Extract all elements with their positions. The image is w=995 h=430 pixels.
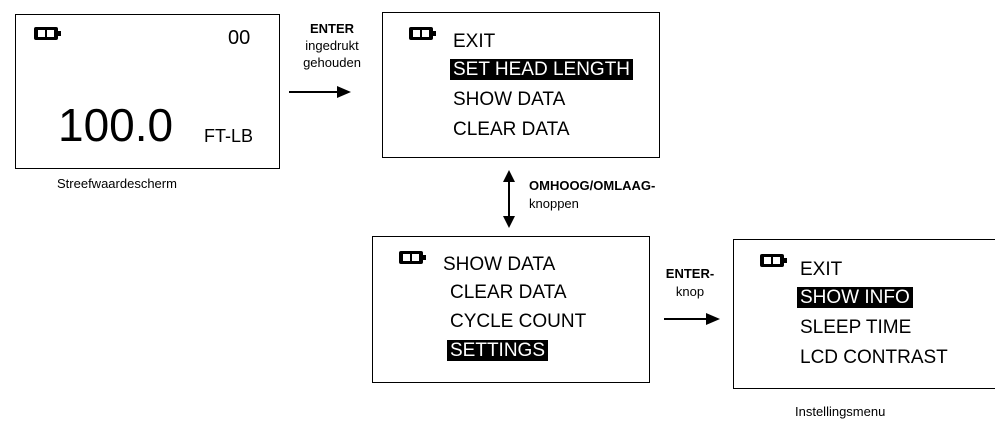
battery-icon bbox=[34, 27, 61, 40]
target-unit: FT-LB bbox=[204, 126, 254, 146]
up-down-line2: knoppen bbox=[529, 196, 579, 211]
enter-hold-label: ENTER ingedrukt gehouden bbox=[290, 20, 374, 71]
up-down-keys: OMHOOG/OMLAAG- bbox=[529, 178, 656, 193]
menu-item: SHOW DATA bbox=[443, 254, 556, 275]
battery-icon bbox=[399, 251, 426, 264]
arrow-right-icon bbox=[289, 86, 351, 98]
menu-item: CLEAR DATA bbox=[453, 119, 570, 140]
menu-item: EXIT bbox=[800, 259, 843, 280]
battery-icon bbox=[760, 254, 787, 267]
menu-item: SHOW DATA bbox=[453, 89, 566, 110]
up-down-label: OMHOOG/OMLAAG- knoppen bbox=[529, 177, 655, 213]
menu-item-selected: SHOW INFO bbox=[797, 285, 913, 310]
enter-hold-line2: ingedrukt bbox=[305, 38, 359, 53]
menu-item: EXIT bbox=[453, 31, 496, 52]
arrow-up-down-icon bbox=[503, 170, 515, 228]
menu-item-selected: SETTINGS bbox=[447, 338, 549, 363]
target-screen-caption: Streefwaardescherm bbox=[57, 176, 177, 191]
target-screen: 00 100.0 FT-LB bbox=[15, 14, 280, 169]
menu-item: CYCLE COUNT bbox=[450, 311, 587, 332]
enter-button-line2: knop bbox=[675, 284, 705, 299]
main-menu-screen: EXIT SET HEAD LENGTH SHOW DATA CLEAR DAT… bbox=[382, 12, 660, 158]
target-value: 100.0 bbox=[58, 99, 174, 151]
arrow-right-icon bbox=[664, 313, 720, 325]
enter-hold-line3: gehouden bbox=[303, 55, 361, 70]
battery-icon bbox=[409, 27, 436, 40]
settings-menu-caption: Instellingsmenu bbox=[795, 404, 886, 419]
menu-item-selected: SET HEAD LENGTH bbox=[450, 57, 634, 82]
enter-button-key: ENTER- bbox=[665, 266, 715, 281]
menu-item: LCD CONTRAST bbox=[800, 347, 948, 368]
settings-menu-screen: EXIT SHOW INFO SLEEP TIME LCD CONTRAST bbox=[733, 239, 995, 389]
menu-item: CLEAR DATA bbox=[450, 282, 567, 303]
menu-item: SLEEP TIME bbox=[800, 317, 912, 338]
enter-hold-key: ENTER bbox=[309, 21, 355, 36]
counter-value: 00 bbox=[228, 27, 251, 49]
enter-button-label: ENTER- knop bbox=[660, 265, 720, 301]
main-menu-scrolled-screen: SHOW DATA CLEAR DATA CYCLE COUNT SETTING… bbox=[372, 236, 650, 383]
